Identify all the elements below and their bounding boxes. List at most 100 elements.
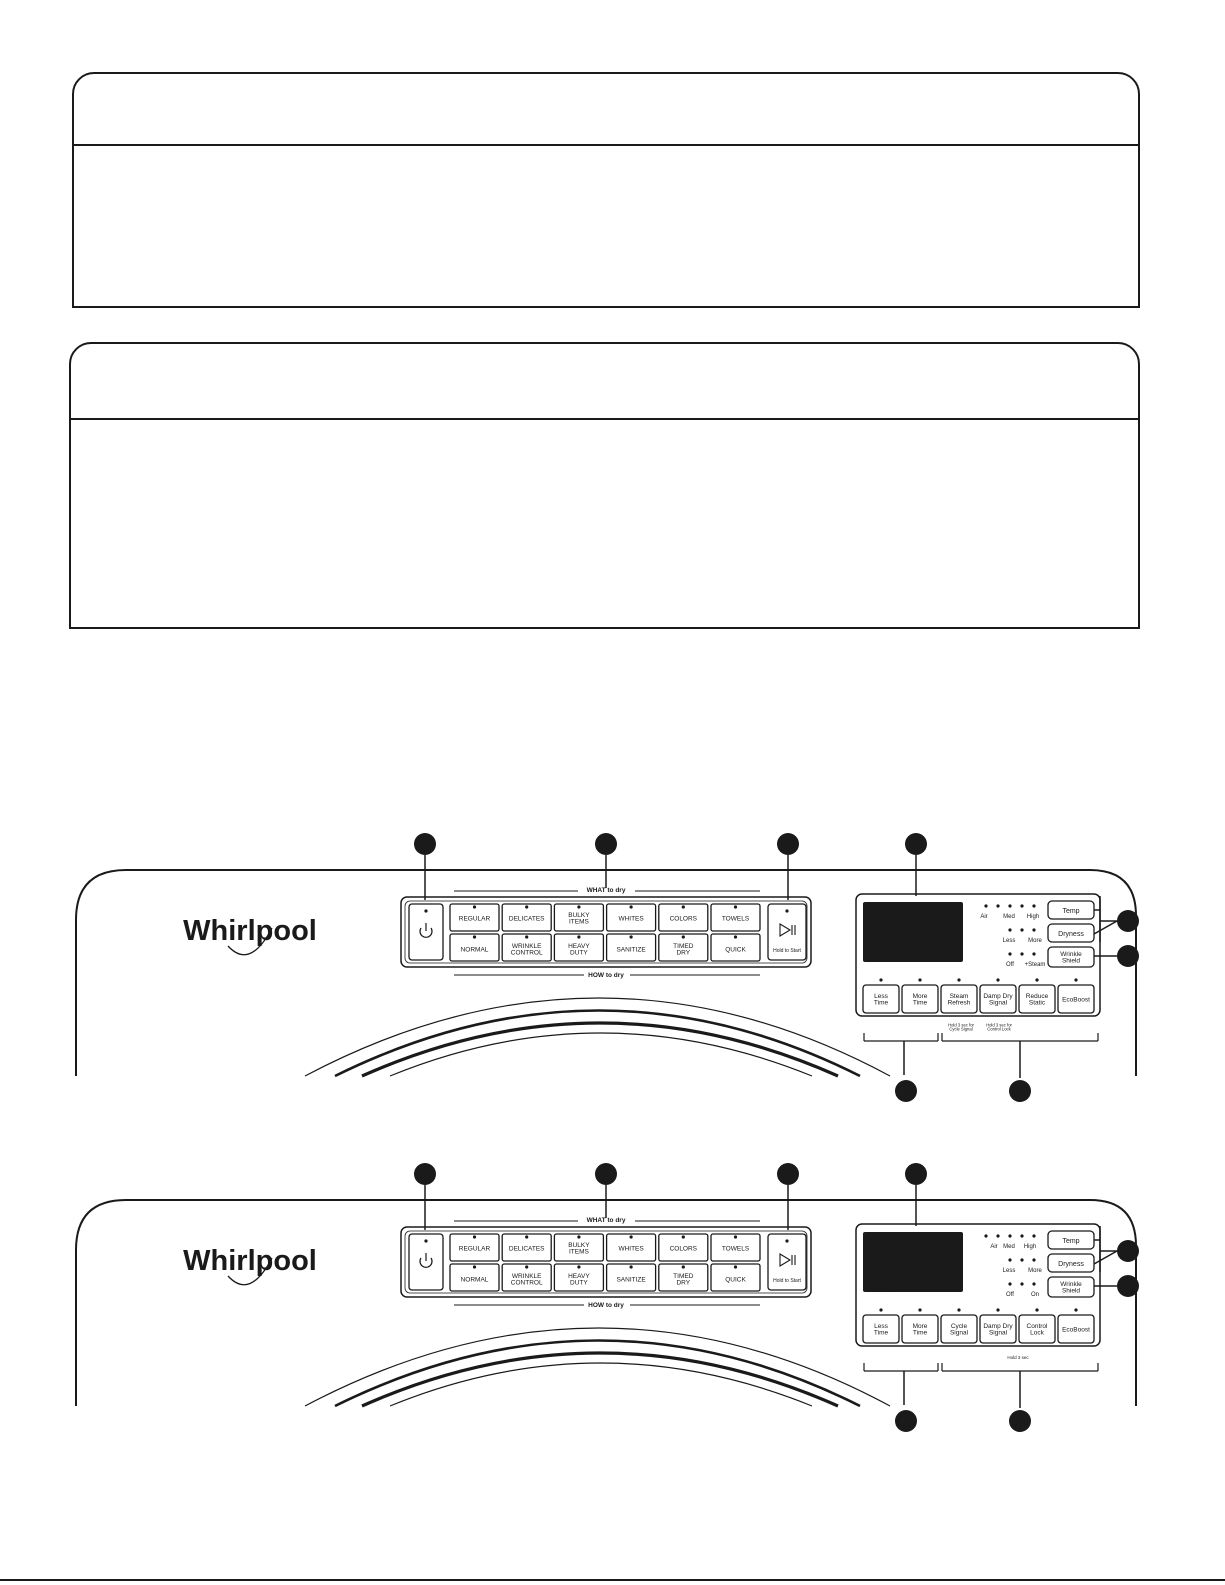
- option-button[interactable]: [901, 1314, 939, 1344]
- dryness-level-dot: [1032, 928, 1036, 932]
- dryer-console-outline: [75, 869, 1137, 1076]
- cycle-button-label: DRY: [676, 1280, 690, 1287]
- option-button[interactable]: [1057, 1314, 1095, 1344]
- cycle-button-label: BULKY: [568, 912, 590, 919]
- door-arc: [361, 1021, 839, 1078]
- dryness-button-label: Dryness: [1058, 1261, 1084, 1268]
- hold-note-label: Hold 3 sec for: [986, 1022, 1012, 1027]
- display-wet-label: Wet: [907, 1238, 916, 1244]
- option-button[interactable]: [1018, 984, 1056, 1014]
- cycle-button[interactable]: [553, 903, 605, 932]
- cycle-button[interactable]: [658, 1263, 709, 1292]
- option-button[interactable]: [979, 1314, 1017, 1344]
- cycle-button-label: WRINKLE: [512, 1273, 542, 1280]
- cycle-button[interactable]: [658, 903, 709, 932]
- cycle-button-label: DUTY: [570, 1280, 588, 1287]
- play-pause-icon: [779, 923, 792, 937]
- cycle-button-label: DRY: [676, 950, 690, 957]
- dryness-level-dot: [1020, 928, 1024, 932]
- cycle-button[interactable]: [449, 1233, 500, 1262]
- option-button-label: Time: [913, 1000, 928, 1007]
- cycle-button[interactable]: [501, 1233, 552, 1262]
- option-button-label: More: [913, 1323, 928, 1330]
- cycle-button[interactable]: [553, 1263, 605, 1292]
- cycle-indicator-dot: [525, 935, 529, 939]
- cycle-button[interactable]: [658, 1233, 709, 1262]
- cycle-button[interactable]: [501, 903, 552, 932]
- cycle-button-label: BULKY: [568, 1242, 590, 1249]
- display-cool-down-label: Cool: [947, 919, 959, 925]
- option-button[interactable]: [979, 984, 1017, 1014]
- wrinkle-shield-level-dot: [1008, 1282, 1012, 1286]
- cycle-button-label: REGULAR: [459, 1245, 491, 1252]
- dryness-button[interactable]: [1047, 923, 1095, 943]
- cycle-indicator-dot: [472, 935, 477, 939]
- option-button[interactable]: [901, 984, 939, 1014]
- cycle-button[interactable]: [710, 933, 761, 962]
- cycle-button[interactable]: [605, 1263, 657, 1292]
- option-button[interactable]: [862, 984, 900, 1014]
- option-button[interactable]: [1057, 984, 1095, 1014]
- option-button[interactable]: [940, 1314, 978, 1344]
- wrinkle-shield-level-label: Off: [1006, 962, 1014, 968]
- option-indicator-dot: [996, 978, 1000, 982]
- cycle-button[interactable]: [553, 933, 605, 962]
- cycle-indicator-dot: [629, 1265, 633, 1269]
- cycle-button[interactable]: [658, 933, 709, 962]
- cycle-button[interactable]: [449, 1263, 500, 1292]
- option-button[interactable]: [862, 1314, 900, 1344]
- cycle-button[interactable]: [501, 933, 552, 962]
- cycle-button[interactable]: [449, 903, 500, 932]
- empty-table-top: [72, 72, 1140, 308]
- display-digits: 8:88: [870, 912, 942, 953]
- cycle-button-label: WHITES: [618, 915, 644, 922]
- dryer-console-outline: [75, 1199, 1137, 1406]
- cycle-button[interactable]: [501, 1263, 552, 1292]
- display-check-vent-label: Check Vent: [869, 1285, 896, 1291]
- cycle-indicator-dot: [577, 1235, 581, 1239]
- cycle-button[interactable]: [710, 903, 761, 932]
- wrinkle-shield-button[interactable]: [1047, 946, 1095, 968]
- cycle-button[interactable]: [605, 1233, 657, 1262]
- temp-button-label: Temp: [1062, 1238, 1079, 1245]
- option-button-label: More: [913, 993, 928, 1000]
- temp-level-dot: [1032, 1234, 1036, 1238]
- display-wet-label: Wet: [907, 908, 916, 914]
- dryness-button-label: Dryness: [1058, 931, 1084, 938]
- wrinkle-shield-level-dot: [1020, 952, 1024, 956]
- option-button-label: Signal: [950, 1330, 969, 1337]
- door-arc: [361, 1351, 839, 1408]
- cycle-button-label: CONTROL: [511, 950, 543, 957]
- dryness-button[interactable]: [1047, 1253, 1095, 1273]
- option-indicator-dot: [918, 978, 922, 982]
- callout-marker: [414, 1163, 436, 1185]
- option-button-label: Time: [874, 1000, 889, 1007]
- option-button[interactable]: [1018, 1314, 1056, 1344]
- cycle-button[interactable]: [710, 1233, 761, 1262]
- wrinkle-shield-level-label: Off: [1006, 1292, 1014, 1298]
- cycle-button-label: COLORS: [670, 915, 698, 922]
- option-button-label: Time: [913, 1330, 928, 1337]
- cycle-button-label: TIMED: [673, 943, 694, 950]
- cycle-button[interactable]: [605, 903, 657, 932]
- wrinkle-shield-button[interactable]: [1047, 1276, 1095, 1298]
- cycle-panel-inner: [404, 900, 808, 964]
- option-indicator-dot: [1035, 978, 1039, 982]
- page-bottom-rule: [0, 1579, 1225, 1581]
- power-button[interactable]: [408, 903, 444, 961]
- option-button-label: Reduce: [1026, 993, 1049, 1000]
- power-button[interactable]: [408, 1233, 444, 1291]
- option-button[interactable]: [940, 984, 978, 1014]
- cycle-indicator-dot: [525, 905, 529, 909]
- option-indicator-dot: [1074, 1308, 1078, 1312]
- cycle-button[interactable]: [553, 1233, 605, 1262]
- cycle-button[interactable]: [605, 933, 657, 962]
- cycle-button[interactable]: [710, 1263, 761, 1292]
- display-damp-label: Damp: [944, 908, 958, 914]
- door-arc: [304, 997, 891, 1077]
- hold-note-label: Hold 3 sec for: [948, 1022, 974, 1027]
- cycle-button[interactable]: [449, 933, 500, 962]
- dryness-level-label: More: [1028, 938, 1042, 944]
- option-button-label: Time: [874, 1330, 889, 1337]
- dryness-level-label: Less: [1003, 938, 1016, 944]
